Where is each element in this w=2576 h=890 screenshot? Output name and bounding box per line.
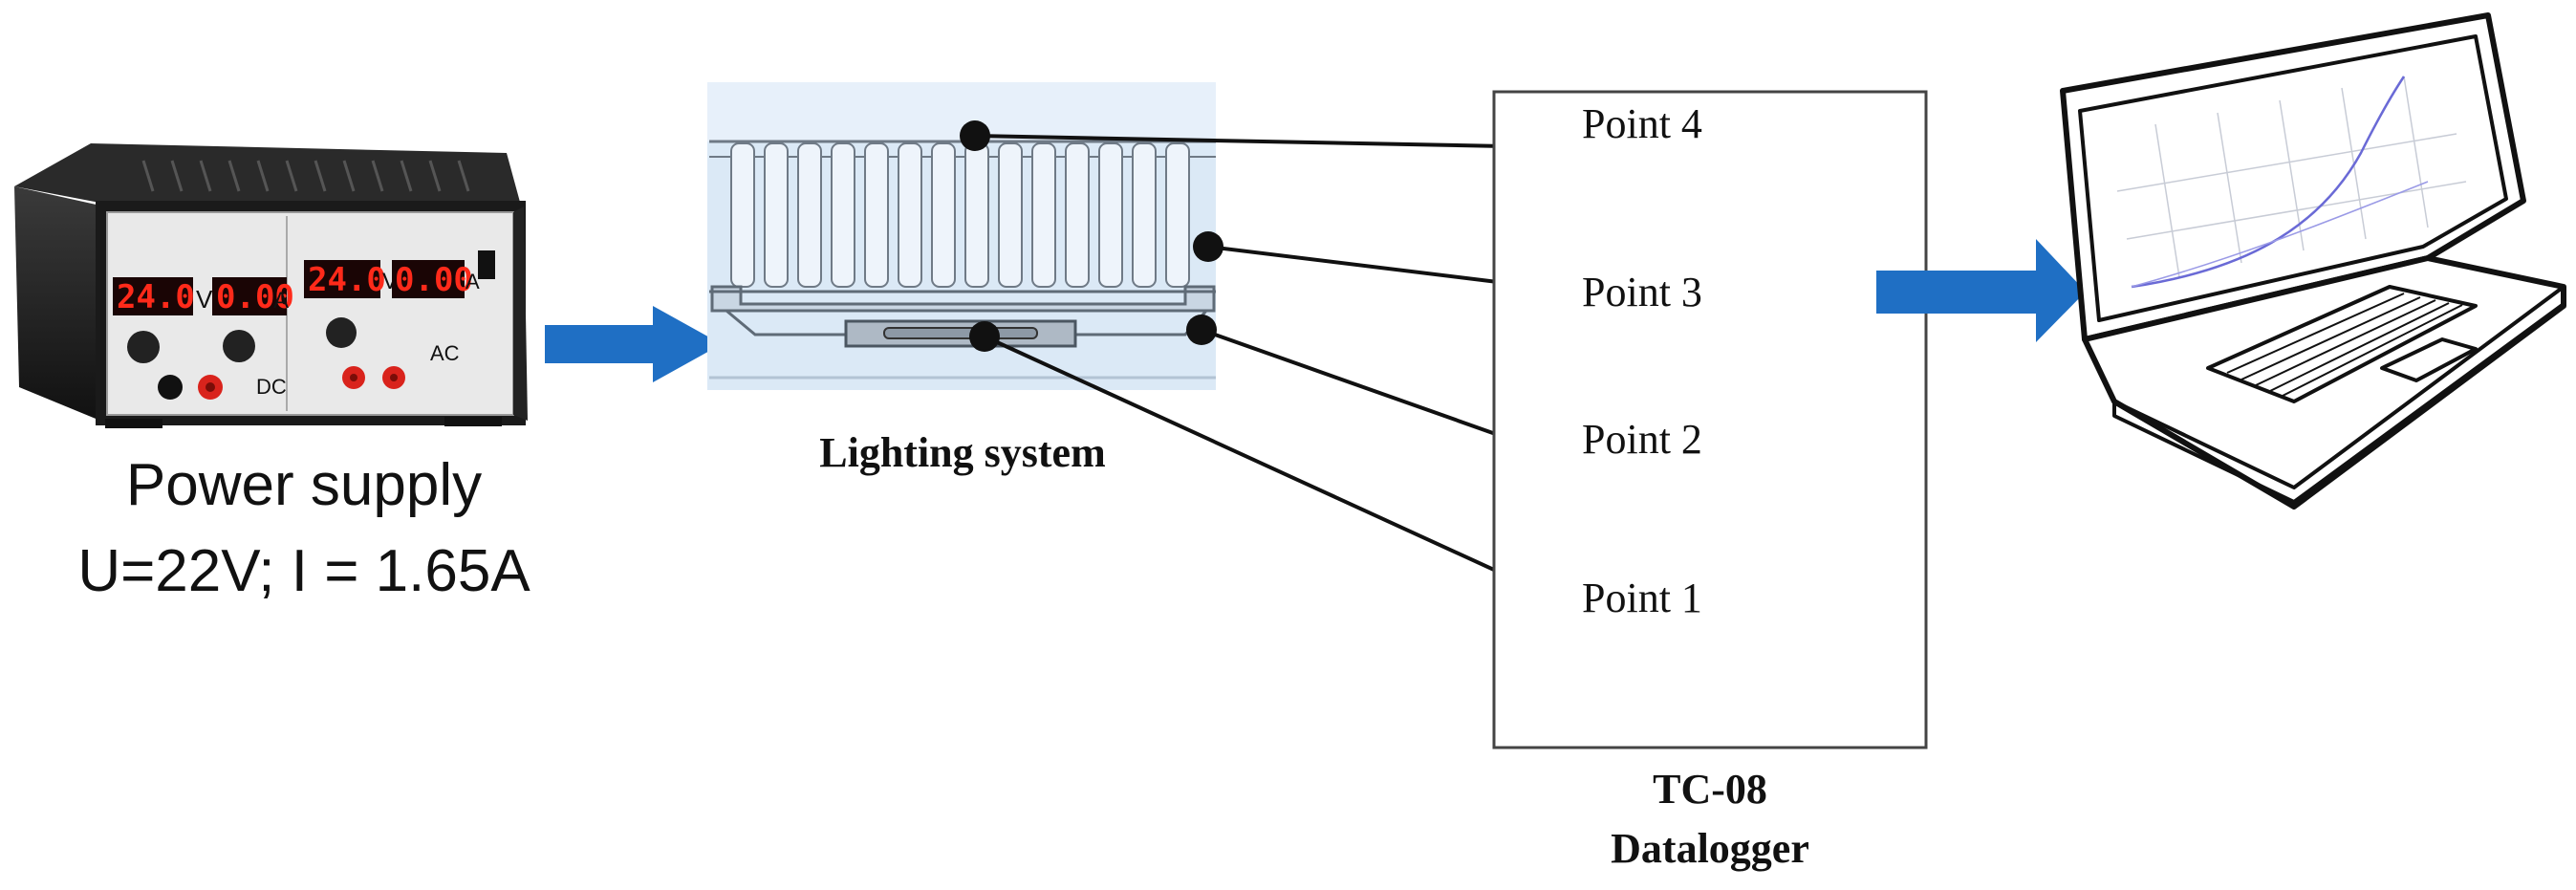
dc-voltage-unit: V [196,285,213,314]
power-supply-icon: 24.0 V 0.00 A 24.0 V 0.00 A DC AC [14,143,528,428]
datalogger-label-line1: TC-08 [1653,766,1767,813]
power-supply-spec: U=22V; I = 1.65A [77,538,530,604]
power-supply-title: Power supply [126,452,482,518]
screen-graph-icon [2116,76,2467,289]
dc-current-unit: A [273,288,289,314]
point-2-label: Point 2 [1582,416,1702,463]
datalogger-label-line2: Datalogger [1611,825,1809,872]
ac-current-unit: A [465,270,480,293]
point-4-label: Point 4 [1582,100,1702,147]
power-switch-icon [478,250,495,279]
dc-current-display: 0.00 [216,278,294,316]
dc-voltage-knob-icon [127,331,160,363]
lighting-system-label: Lighting system [819,429,1105,476]
sensor-connector-point-4 [960,120,1555,162]
datalogger-box [1492,90,1928,749]
ac-label: AC [430,341,460,365]
flow-arrow-icon [1876,239,2086,342]
point-1-label: Point 1 [1582,575,1702,621]
black-terminal-icon [158,375,183,400]
ac-voltage-knob-icon [326,317,357,348]
ac-voltage-display: 24.0 [308,261,386,299]
sensor-connector-point-1 [969,321,1555,599]
ac-current-display: 0.00 [395,261,473,299]
flow-arrow-icon [545,306,722,382]
dc-label: DC [256,375,287,399]
point-3-label: Point 3 [1582,269,1702,315]
laptop-icon [2060,12,2566,510]
dc-voltage-display: 24.0 [117,278,195,316]
dc-current-knob-icon [223,330,255,362]
